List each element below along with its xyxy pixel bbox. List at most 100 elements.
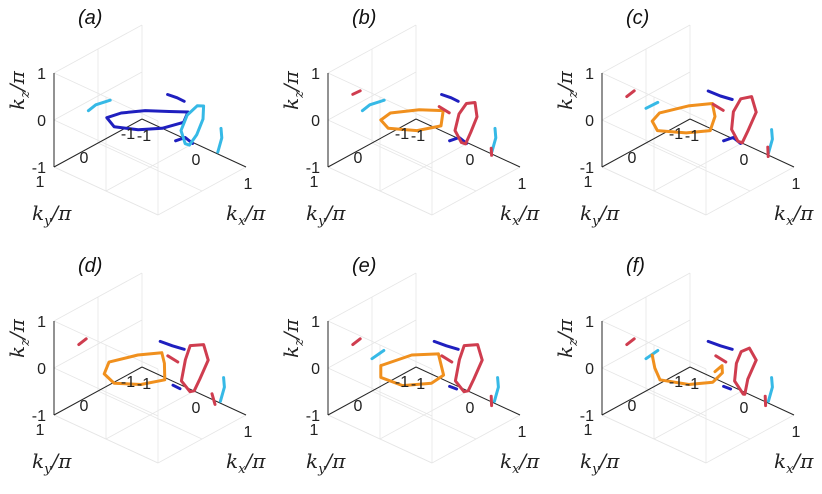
y-axis-line xyxy=(327,366,417,416)
grid-line xyxy=(53,272,143,322)
x-axis-label: kx/π xyxy=(500,449,540,477)
grid-line xyxy=(53,119,159,169)
grid-line xyxy=(157,166,247,216)
y-axis-label-subscript: y xyxy=(591,462,600,477)
fermi-arc-curve xyxy=(218,376,226,403)
x-axis-label-over-pi: /π xyxy=(243,201,266,225)
z-tick-label: 1 xyxy=(311,66,320,83)
z-axis-label-base: k xyxy=(553,98,577,110)
fermi-arc-curve xyxy=(492,376,500,403)
fermi-arc-curve xyxy=(437,105,451,115)
z-axis-label: kz/π xyxy=(279,318,307,358)
y-axis-label-over-pi: /π xyxy=(323,201,346,225)
x-axis-label-over-pi: /π xyxy=(791,201,814,225)
x-axis-label-over-pi: /π xyxy=(791,449,814,473)
fermi-arc-curve xyxy=(379,108,445,133)
z-axis-label-over-pi: /π xyxy=(279,70,303,93)
grid-line xyxy=(431,166,521,216)
y-tick-label: 1 xyxy=(584,422,593,439)
y-axis-label-over-pi: /π xyxy=(597,201,620,225)
x-axis-label: kx/π xyxy=(226,201,266,229)
x-tick-label: -1 xyxy=(411,376,425,393)
series-3 xyxy=(77,337,217,406)
z-axis-label-base: k xyxy=(5,346,29,358)
z-axis-label-over-pi: /π xyxy=(5,70,29,93)
grid-line xyxy=(645,390,751,440)
y-tick-label: 0 xyxy=(80,150,89,167)
grid-line xyxy=(371,142,477,192)
z-axis-label-base: k xyxy=(553,346,577,358)
fermi-arc-curve xyxy=(730,95,758,145)
fermi-arc-curve xyxy=(625,337,636,347)
y-tick-label: 0 xyxy=(80,398,89,415)
grid-line xyxy=(327,319,417,369)
y-axis-label: ky/π xyxy=(32,201,72,229)
x-axis-label-over-pi: /π xyxy=(243,449,266,473)
grid-line xyxy=(327,367,433,417)
grid-line xyxy=(705,166,795,216)
series-0 xyxy=(158,339,186,391)
y-axis-label-base: k xyxy=(306,201,318,225)
z-tick-label: -1 xyxy=(580,408,594,425)
y-tick-label: 0 xyxy=(354,398,363,415)
series-2 xyxy=(102,351,167,386)
y-tick-label: 1 xyxy=(36,174,45,191)
z-tick-label: -1 xyxy=(32,160,46,177)
x-axis-label-subscript: x xyxy=(238,462,246,477)
series-1 xyxy=(644,100,774,155)
z-axis-label-subscript: z xyxy=(566,91,581,99)
fermi-arc-curve xyxy=(77,337,88,347)
y-axis-label-over-pi: /π xyxy=(49,201,72,225)
x-axis-label-base: k xyxy=(226,449,238,473)
z-tick-label: -1 xyxy=(306,160,320,177)
fermi-arc-curve xyxy=(105,109,190,132)
panel-label: (e) xyxy=(352,255,376,277)
z-axis-label-base: k xyxy=(279,98,303,110)
x-axis-label-base: k xyxy=(774,201,786,225)
x-axis-label-subscript: x xyxy=(512,214,520,229)
grid-line xyxy=(53,414,159,464)
series-0 xyxy=(105,93,195,145)
y-tick-label: -1 xyxy=(121,374,135,391)
fermi-arc-curve xyxy=(351,89,362,96)
y-tick-label: -1 xyxy=(395,126,409,143)
grid-line xyxy=(601,24,691,74)
y-tick-label: -1 xyxy=(669,374,683,391)
x-axis-label: kx/π xyxy=(226,449,266,477)
y-axis-line xyxy=(327,118,417,168)
grid-line xyxy=(327,72,433,122)
grid-line xyxy=(53,320,159,370)
grid-line xyxy=(53,71,143,121)
y-tick-label: 0 xyxy=(628,398,637,415)
x-tick-label: 0 xyxy=(192,152,201,169)
panel-label: (f) xyxy=(626,255,645,277)
series-1 xyxy=(370,349,500,403)
grid xyxy=(601,272,795,464)
y-axis-line xyxy=(601,366,691,416)
y-axis-label: ky/π xyxy=(32,449,72,477)
grid-line xyxy=(601,119,707,169)
series-0 xyxy=(432,339,460,391)
x-tick-label: 1 xyxy=(792,424,801,441)
y-tick-label: 0 xyxy=(628,150,637,167)
x-tick-label: -1 xyxy=(411,128,425,145)
grid xyxy=(327,24,521,216)
fermi-arc-curve xyxy=(379,352,446,388)
series-3 xyxy=(625,89,770,158)
fermi-arc-curve xyxy=(490,126,498,154)
y-tick-label: 1 xyxy=(310,174,319,191)
fermi-arc-curve xyxy=(650,102,717,135)
y-axis-line xyxy=(601,118,691,168)
grid-line xyxy=(53,24,143,74)
series-2 xyxy=(379,352,446,388)
fermi-arc-curve xyxy=(102,351,167,386)
fermi-arc-curve xyxy=(216,126,224,154)
fermi-arc-curve xyxy=(171,383,182,391)
z-tick-label: 1 xyxy=(311,314,320,331)
y-axis-label: ky/π xyxy=(306,201,346,229)
